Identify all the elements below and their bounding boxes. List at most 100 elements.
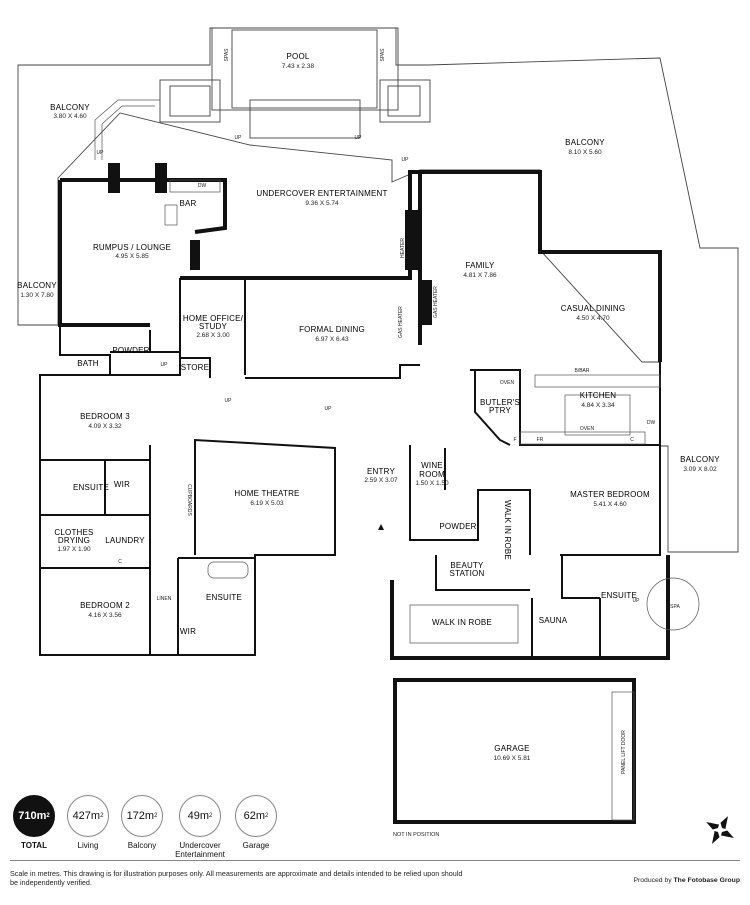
kitchen-dims: 4.84 X 3.34 xyxy=(581,402,615,409)
formal-dining-dims: 6.97 X 6.43 xyxy=(315,336,349,343)
plan-annotation: FR xyxy=(537,437,544,443)
plan-annotation: UP xyxy=(161,362,169,368)
spas-label-right: SPAS xyxy=(380,48,386,62)
gas-heater-label-2: GAS HEATER xyxy=(398,306,404,338)
plan-annotation: B/BAR xyxy=(574,368,589,374)
balcony-ne-dims: 8.10 X 5.60 xyxy=(568,149,602,156)
home-theatre-name: HOME THEATRE xyxy=(234,489,299,498)
butlers-name-1: BUTLER'S xyxy=(480,398,520,407)
garage-name: GARAGE xyxy=(494,744,529,753)
store-name: STORE xyxy=(181,363,209,372)
entry-name: ENTRY xyxy=(367,467,395,476)
rumpus-name: RUMPUS / LOUNGE xyxy=(93,243,171,252)
plan-annotation: C xyxy=(118,559,122,565)
balcony-w-name: BALCONY xyxy=(17,281,57,290)
wine-name-2: ROOM xyxy=(419,470,445,479)
garage-dims: 10.69 X 5.81 xyxy=(494,755,531,762)
beauty-name-2: STATION xyxy=(450,569,485,578)
plan-annotation: UP xyxy=(402,157,410,163)
formal-dining-name: FORMAL DINING xyxy=(299,325,365,334)
entry-dims: 2.59 X 3.07 xyxy=(364,477,398,484)
powder-e-name: POWDER xyxy=(439,522,476,531)
floor-plan: POOL 7.43 x 2.38 SPAS SPAS BALCONY 3.80 … xyxy=(17,27,739,844)
bath-name: BATH xyxy=(77,359,99,368)
linen-name: LINEN xyxy=(157,596,172,602)
plan-annotation: C xyxy=(630,437,634,443)
undercover-name: UNDERCOVER ENTERTAINMENT xyxy=(256,189,387,198)
family-name: FAMILY xyxy=(465,261,495,270)
house-walls xyxy=(39,170,670,660)
office-dims: 2.68 X 3.00 xyxy=(196,332,230,339)
bedroom2-dims: 4.16 X 3.56 xyxy=(88,612,122,619)
plan-annotation: UP xyxy=(97,150,105,156)
bar-name: BAR xyxy=(179,199,196,208)
kitchen-name: KITCHEN xyxy=(580,391,617,400)
beauty-name-1: BEAUTY xyxy=(450,561,484,570)
plan-annotation: UP xyxy=(325,406,333,412)
heater-label: HEATER xyxy=(400,238,406,258)
pool-name: POOL xyxy=(286,52,309,61)
sauna-name: SAUNA xyxy=(539,616,568,625)
plan-annotation: UP xyxy=(235,135,243,141)
clothes-dims: 1.97 X 1.90 xyxy=(57,546,91,553)
master-name: MASTER BEDROOM xyxy=(570,490,650,499)
producer-credit: Produced by The Fotobase Group xyxy=(633,877,740,884)
balcony-e-dims: 3.09 X 8.02 xyxy=(683,466,717,473)
home-theatre-dims: 6.19 X 5.03 xyxy=(250,500,284,507)
butlers-name-2: PTRY xyxy=(489,406,511,415)
bedroom3-name: BEDROOM 3 xyxy=(80,412,130,421)
bedroom2-name: BEDROOM 2 xyxy=(80,601,130,610)
disclaimer-text: Scale in metres. This drawing is for ill… xyxy=(10,869,463,887)
wir-w-name: WIR xyxy=(114,480,130,489)
balcony-ne-name: BALCONY xyxy=(565,138,605,147)
wine-name-1: WINE xyxy=(421,461,443,470)
pool-outline xyxy=(211,27,399,111)
balcony-nw-dims: 3.80 X 4.60 xyxy=(53,113,87,120)
walk-in-robe-v-name: WALK IN ROBE xyxy=(503,500,512,560)
office-name-1: HOME OFFICE/ xyxy=(183,314,244,323)
pool-dims: 7.43 x 2.38 xyxy=(282,63,315,70)
clothes-name-2: DRYING xyxy=(58,536,90,545)
rumpus-dims: 4.95 X 5.85 xyxy=(115,253,149,260)
casual-dining-name: CASUAL DINING xyxy=(561,304,626,313)
gas-heater-label: GAS HEATER xyxy=(433,286,439,318)
powder-w-name: POWDER xyxy=(112,346,149,355)
panel-lift-door-label: PANEL LIFT DOOR xyxy=(621,730,627,774)
walk-in-robe-name: WALK IN ROBE xyxy=(432,618,492,627)
plan-annotation: OVEN xyxy=(580,426,595,432)
undercover-dims: 9.36 X 5.74 xyxy=(305,200,339,207)
wir-s-name: WIR xyxy=(180,627,196,636)
wine-dims: 1.50 X 1.50 xyxy=(415,480,449,487)
spas-label-left: SPAS xyxy=(224,48,230,62)
not-in-position-label: NOT IN POSITION xyxy=(393,832,440,838)
balcony-w-dims: 1.30 X 7.80 xyxy=(20,292,54,299)
cupboards-label: CUPBOARDS xyxy=(186,484,192,516)
compass-icon xyxy=(706,816,734,844)
ensuite-e-name: ENSUITE xyxy=(601,591,637,600)
laundry-name: LAUNDRY xyxy=(105,536,145,545)
ensuite-s-name: ENSUITE xyxy=(206,593,242,602)
master-dims: 5.41 X 4.60 xyxy=(593,501,627,508)
ensuite-w-name: ENSUITE xyxy=(73,483,109,492)
plan-annotation: DW xyxy=(647,420,656,426)
plan-annotation: OVEN xyxy=(500,380,515,386)
plan-annotation: UP xyxy=(633,598,641,604)
balcony-nw-name: BALCONY xyxy=(50,103,90,112)
casual-dining-dims: 4.50 X 4.70 xyxy=(576,315,610,322)
plan-annotation: UP xyxy=(355,135,363,141)
plan-annotation: DW xyxy=(198,183,207,189)
family-dims: 4.81 X 7.86 xyxy=(463,272,497,279)
plan-annotation: UP xyxy=(225,398,233,404)
balcony-e-name: BALCONY xyxy=(680,455,720,464)
plan-annotation: F xyxy=(513,437,516,443)
clothes-name-1: CLOTHES xyxy=(54,528,93,537)
bedroom3-dims: 4.09 X 3.32 xyxy=(88,423,122,430)
footer-divider xyxy=(10,860,740,861)
plan-annotation: SPA xyxy=(670,604,680,610)
office-name-2: STUDY xyxy=(199,322,228,331)
